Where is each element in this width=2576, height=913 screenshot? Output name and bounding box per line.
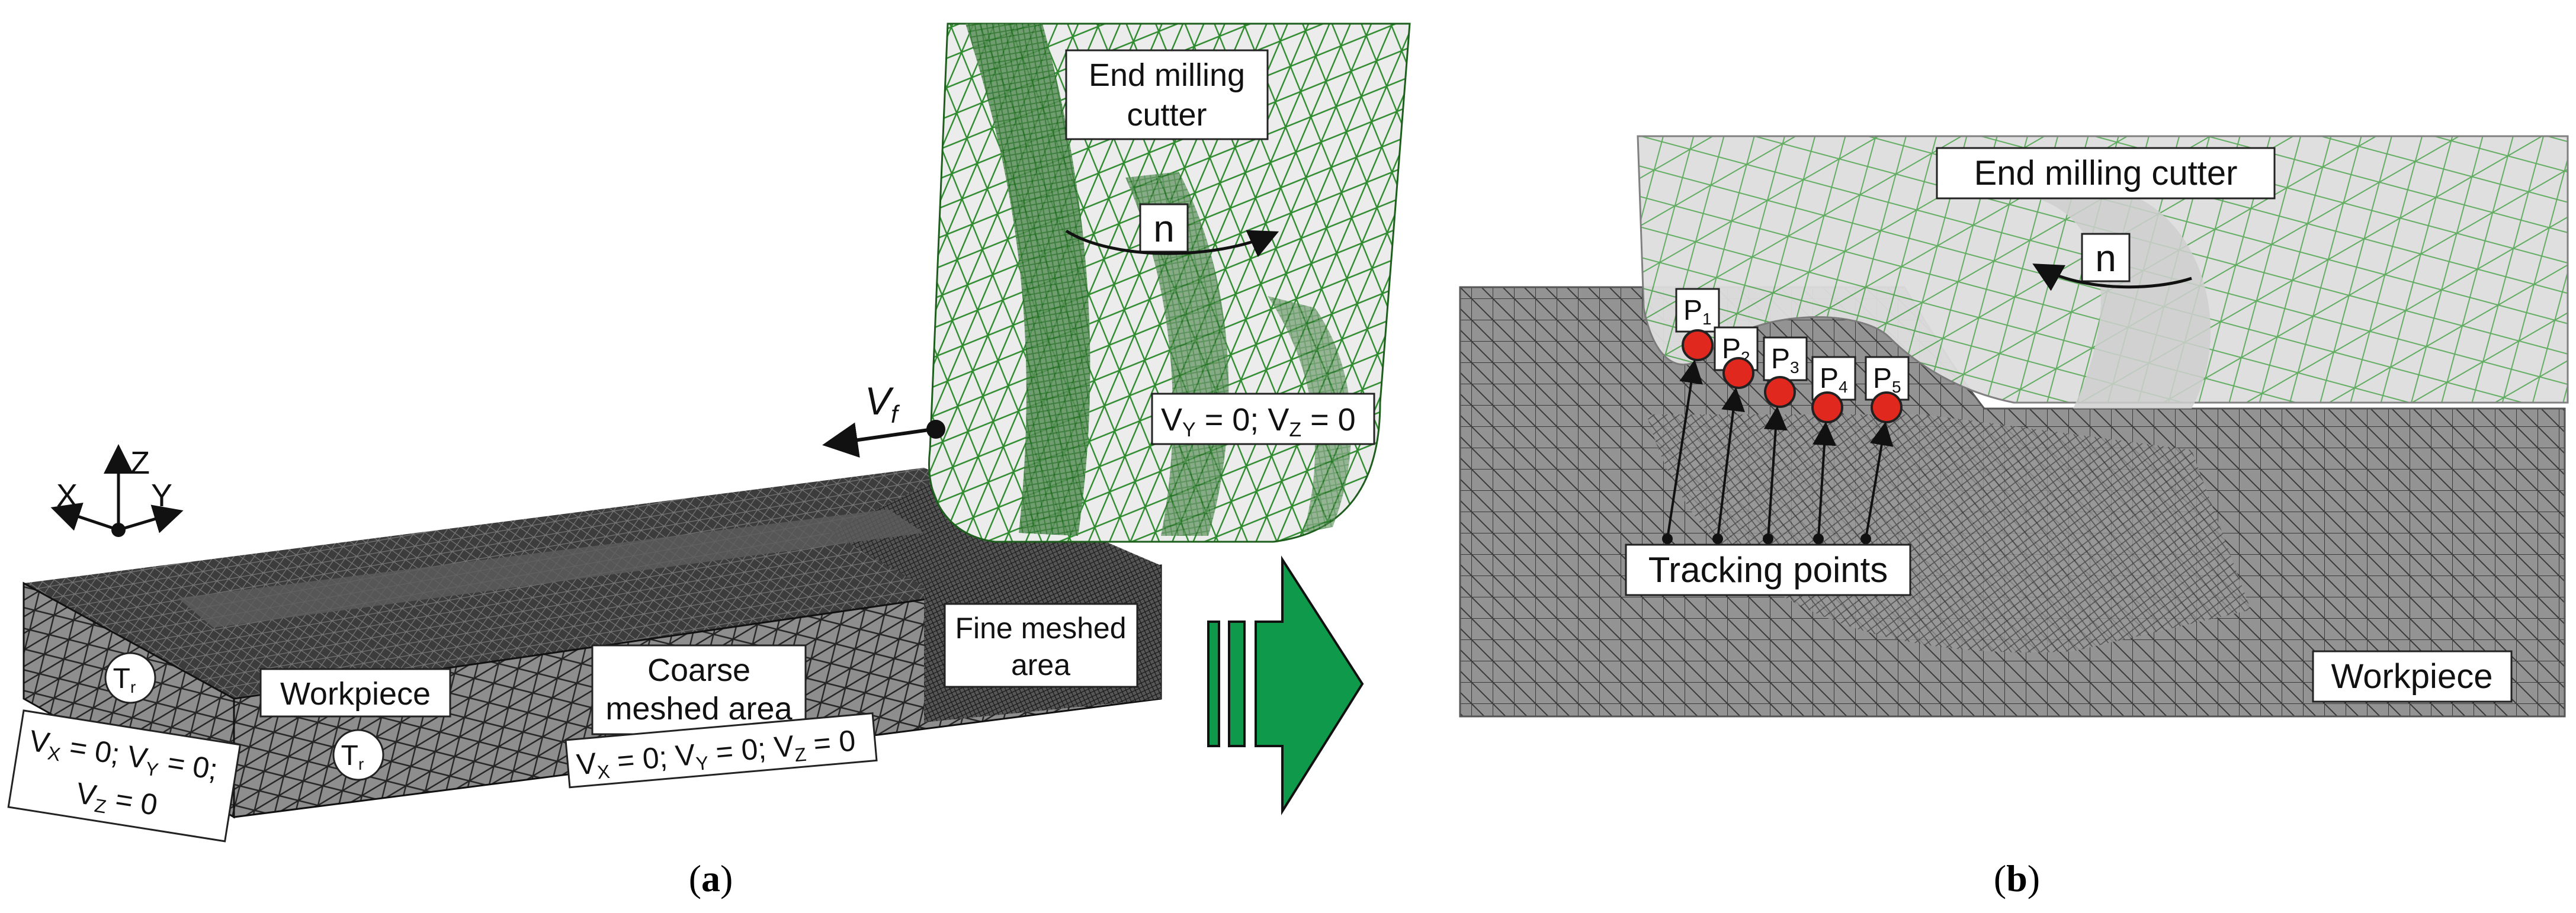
cutter-bc-s1: Y [1182, 419, 1196, 441]
caption-b: (b) [1994, 857, 2040, 899]
temp-label-2: T [341, 740, 358, 771]
tracking-point-4: P4 [1811, 356, 1856, 423]
cutter-flute-3 [1268, 296, 1352, 533]
panel-b: End milling cutter n P1 P2 P3 P4 [1459, 135, 2569, 899]
svg-text:VX = 0; VY = 0; VZ = 0: VX = 0; VY = 0; VZ = 0 [575, 724, 857, 785]
svg-text:Vf: Vf [865, 379, 900, 428]
bottom-bc-t1: = 0; [608, 740, 677, 779]
bottom-bc-t3: = 0 [804, 724, 856, 761]
rotation-arrow-b [2032, 263, 2192, 291]
coordinate-axes: Z X Y [50, 444, 184, 537]
bottom-bc-v3: V [773, 729, 796, 764]
panel-a: End milling cutter n VY = 0; VZ = 0 Vf [7, 22, 1411, 899]
feed-arrow: Vf [822, 379, 945, 458]
coarse-label-line2: meshed area [605, 691, 793, 726]
fine-mesh-label: Fine meshed area [944, 603, 1138, 688]
bottom-bc-s1: X [596, 761, 611, 783]
svg-text:P4: P4 [1820, 363, 1848, 396]
tracking-leaders [1662, 359, 1894, 544]
rotation-indicator-b: n [2032, 233, 2192, 291]
rotation-arrow-a [1065, 229, 1279, 258]
bottom-bc-t2: = 0; [706, 731, 775, 770]
tracking-point-5: P5 [1865, 356, 1910, 423]
bottom-bc-v1: V [575, 747, 598, 782]
temp-sub-2: r [358, 755, 364, 773]
svg-text:Tr: Tr [341, 740, 364, 773]
side-bc-t3: = 0 [105, 781, 160, 822]
cutter-label-line1: End milling [1089, 57, 1245, 93]
rotation-label-a: n [1153, 207, 1175, 250]
temp-sub-1: r [130, 678, 136, 696]
cutter-bc-t1: = 0; [1196, 402, 1268, 438]
cutter-label-line2: cutter [1127, 97, 1207, 133]
temperature-marker-2: Tr [332, 729, 384, 781]
side-bc-label: VX = 0; VY = 0; VZ = 0 [7, 709, 242, 843]
cutter-bc-v2: V [1268, 402, 1289, 438]
svg-text:Tr: Tr [113, 663, 136, 696]
rotation-label-b: n [2095, 237, 2116, 279]
fine-label-line1: Fine meshed [955, 612, 1126, 645]
cutter-bc-v1: V [1161, 402, 1182, 438]
bottom-bc-v2: V [674, 738, 697, 773]
workpiece-label-a-text: Workpiece [280, 676, 431, 712]
cutter-bc-label: VY = 0; VZ = 0 [1151, 393, 1375, 445]
workpiece-label-b: Workpiece [2312, 650, 2513, 703]
tracking-point-3: P3 [1763, 336, 1808, 408]
workpiece-slot [178, 509, 924, 628]
tracking-point-1: P1 [1675, 288, 1720, 361]
feed-sub: f [891, 400, 900, 428]
svg-text:P3: P3 [1771, 343, 1799, 377]
cutter-b-inner [2026, 195, 2211, 409]
bottom-bc-s2: Y [695, 752, 709, 774]
workpiece-label-b-text: Workpiece [2331, 657, 2493, 696]
svg-text:P5: P5 [1873, 363, 1901, 396]
cutter-label-b: End milling cutter [1936, 147, 2276, 200]
bottom-bc-s3: Z [794, 744, 807, 766]
tracking-point-2: P2 [1714, 326, 1759, 389]
axis-x-label: X [56, 478, 78, 513]
caption-a: (a) [689, 857, 733, 899]
svg-text:VY = 0; VZ = 0: VY = 0; VZ = 0 [1161, 402, 1356, 441]
feed-label: V [865, 379, 894, 423]
bottom-bc-label: VX = 0; VY = 0; VZ = 0 [564, 712, 878, 789]
temp-label-1: T [113, 663, 130, 695]
temperature-marker-1: Tr [104, 652, 156, 704]
tracking-points-label-text: Tracking points [1648, 550, 1888, 590]
cutter-label-b-text: End milling cutter [1974, 154, 2238, 192]
fine-label-line2: area [1011, 648, 1070, 681]
rotation-indicator-a: n [1065, 203, 1279, 258]
cutter-bc-t2: = 0 [1301, 402, 1356, 438]
workpiece-label-a: Workpiece [259, 668, 451, 718]
coarse-label-line1: Coarse [647, 652, 750, 688]
cutter-bc-s2: Z [1289, 419, 1301, 441]
cutter-flute-1 [965, 24, 1090, 536]
transition-arrow [1207, 555, 1364, 815]
svg-text:P1: P1 [1683, 295, 1712, 328]
tracking-points-label: Tracking points [1625, 544, 1911, 596]
svg-text:VZ = 0: VZ = 0 [73, 776, 160, 825]
cutter-label-a: End milling cutter [1065, 49, 1269, 140]
axis-z-label: Z [130, 445, 150, 481]
coarse-mesh-label: Coarse meshed area [591, 644, 807, 735]
axis-y-label: Y [151, 478, 172, 513]
